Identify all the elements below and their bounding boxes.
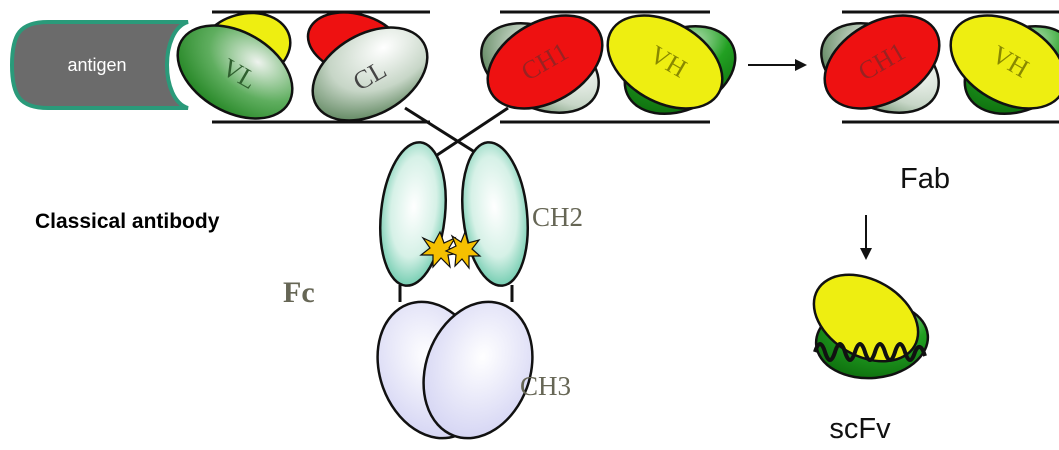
- antigen: antigen: [12, 22, 188, 108]
- right-arm: CH1 VH: [467, 0, 750, 131]
- scfv-fragment: [799, 257, 934, 383]
- left-arm: VL CL: [161, 3, 443, 140]
- ch2-left-domain: [374, 139, 453, 289]
- scfv-label: scFv: [829, 413, 891, 445]
- antigen-label: antigen: [67, 55, 126, 75]
- ch3-label: CH3: [520, 371, 571, 401]
- fc-region: [359, 139, 551, 450]
- arrow-to-fab: [748, 59, 807, 71]
- classical-antibody-label: Classical antibody: [35, 210, 220, 233]
- fab-fragment: CH1 VH: [807, 0, 1059, 131]
- ch2-label: CH2: [532, 202, 583, 232]
- arrow-to-scfv: [860, 215, 872, 260]
- fab-label: Fab: [900, 163, 950, 195]
- fc-label: Fc: [283, 276, 315, 309]
